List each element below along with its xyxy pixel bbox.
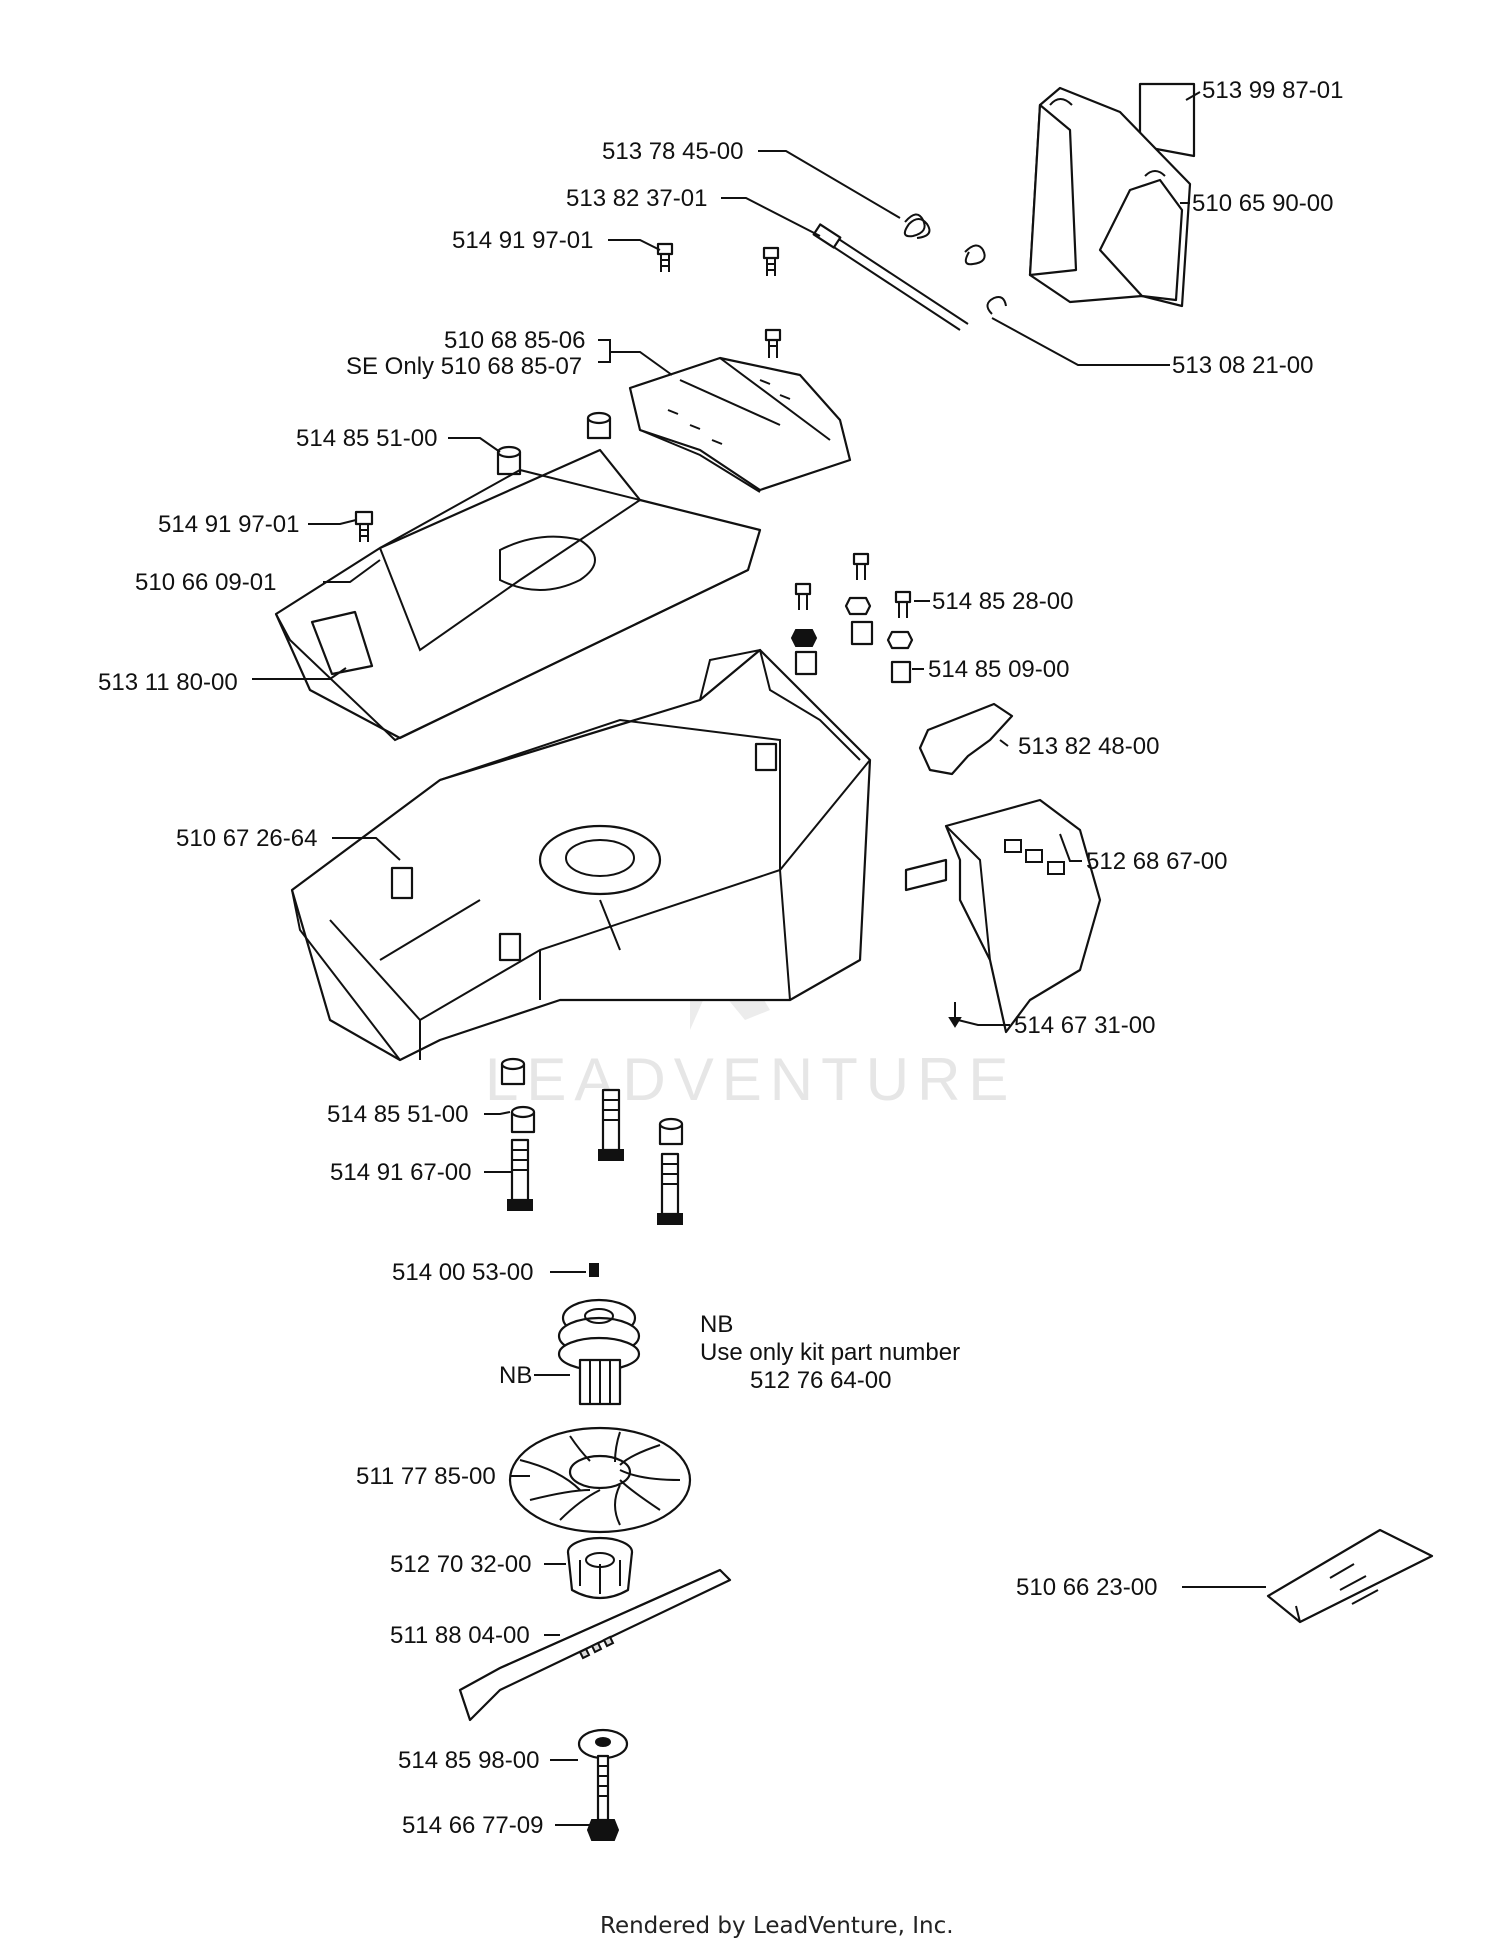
axle-3 (657, 1152, 683, 1225)
footer-credit: Rendered by LeadVenture, Inc. (600, 1913, 954, 1939)
hardware-plug-2 (850, 620, 874, 646)
label-510-65-90-00: 510 65 90-00 (1192, 190, 1333, 217)
label-511-88-04-00: 511 88 04-00 (390, 1622, 530, 1649)
label-510-67-26-64: 510 67 26-64 (176, 825, 317, 852)
pin-part (948, 1002, 962, 1028)
screw-top-3 (764, 328, 782, 358)
hardware-nut-1 (790, 629, 818, 647)
label-514-66-77-09: 514 66 77-09 (402, 1812, 543, 1839)
fan-part (508, 1426, 692, 1534)
top-cover-part (274, 448, 762, 742)
label-511-77-85-00: 511 77 85-00 (356, 1463, 496, 1490)
bracket-part (918, 702, 1014, 776)
note-nb-title: NB (700, 1311, 733, 1338)
label-514-67-31-00: 514 67 31-00 (1014, 1012, 1155, 1039)
label-514-85-51-00-bot: 514 85 51-00 (327, 1101, 468, 1128)
hardware-nut-3 (886, 630, 914, 650)
chassis-part (290, 648, 872, 1062)
note-nb-line2: 512 76 64-00 (750, 1367, 891, 1394)
decal-part (1138, 82, 1196, 158)
blade-bolt-part (586, 1754, 620, 1841)
label-514-00-53-00: 514 00 53-00 (392, 1259, 533, 1286)
label-513-99-87-01: 513 99 87-01 (1202, 77, 1343, 104)
label-514-85-98-00: 514 85 98-00 (398, 1747, 539, 1774)
label-514-91-97-01-mid: 514 91 97-01 (158, 511, 299, 538)
leader-lines (252, 91, 1266, 1826)
guard-part (904, 798, 1102, 1034)
axle-1 (598, 1088, 624, 1161)
key-part (589, 1263, 599, 1277)
hardware-nut-2 (844, 596, 872, 616)
screw-top-2 (762, 246, 780, 276)
label-510-68-85-07: SE Only 510 68 85-07 (346, 353, 582, 380)
label-514-91-67-00: 514 91 67-00 (330, 1159, 471, 1186)
label-514-91-97-01-top: 514 91 97-01 (452, 227, 593, 254)
label-nb-part: NB (499, 1362, 532, 1389)
label-514-85-09-00: 514 85 09-00 (928, 656, 1069, 683)
label-514-85-51-00-top: 514 85 51-00 (296, 425, 437, 452)
wheel-cap-1 (500, 1057, 526, 1086)
clip-part (986, 296, 1007, 315)
label-514-85-28-00: 514 85 28-00 (932, 588, 1073, 615)
part-labels: 513 99 87-01 513 78 45-00 513 82 37-01 5… (98, 77, 1343, 1839)
label-513-82-37-01: 513 82 37-01 (566, 185, 707, 212)
pulley-part (557, 1298, 641, 1406)
label-513-82-48-00: 513 82 48-00 (1018, 733, 1159, 760)
label-512-70-32-00: 512 70 32-00 (390, 1551, 531, 1578)
label-513-08-21-00: 513 08 21-00 (1172, 352, 1313, 379)
hardware-bolt-3 (894, 590, 912, 618)
washer-part (577, 1728, 629, 1760)
axle-2 (507, 1138, 533, 1211)
screw-mid (354, 510, 374, 542)
label-510-66-23-00: 510 66 23-00 (1016, 1574, 1157, 1601)
mulch-plug-part (1266, 1528, 1434, 1624)
spring-part (903, 213, 986, 266)
screw-top-1 (656, 242, 674, 272)
hardware-bolt-1 (794, 582, 812, 610)
label-510-68-85-06: 510 68 85-06 (444, 327, 585, 354)
hardware-plug-3 (890, 660, 912, 684)
label-513-78-45-00: 513 78 45-00 (602, 138, 743, 165)
hub-part (566, 1536, 634, 1600)
label-513-11-80-00: 513 11 80-00 (98, 669, 238, 696)
label-512-68-67-00: 512 68 67-00 (1086, 848, 1227, 875)
hardware-bolt-2 (852, 552, 870, 580)
label-510-66-09-01: 510 66 09-01 (135, 569, 276, 596)
plug-top-right (586, 411, 612, 440)
wheel-cap-3 (658, 1117, 684, 1146)
note-nb-line1: Use only kit part number (700, 1339, 960, 1366)
plug-top-left (496, 445, 522, 476)
watermark-text: LEADVENTURE (485, 1046, 1016, 1113)
rear-flap-part (1028, 86, 1192, 308)
cover-plate-part (628, 356, 852, 493)
blade-part (458, 1568, 732, 1722)
hardware-plug-1 (794, 650, 818, 676)
wheel-cap-2 (510, 1105, 536, 1134)
rod-part (812, 223, 969, 331)
